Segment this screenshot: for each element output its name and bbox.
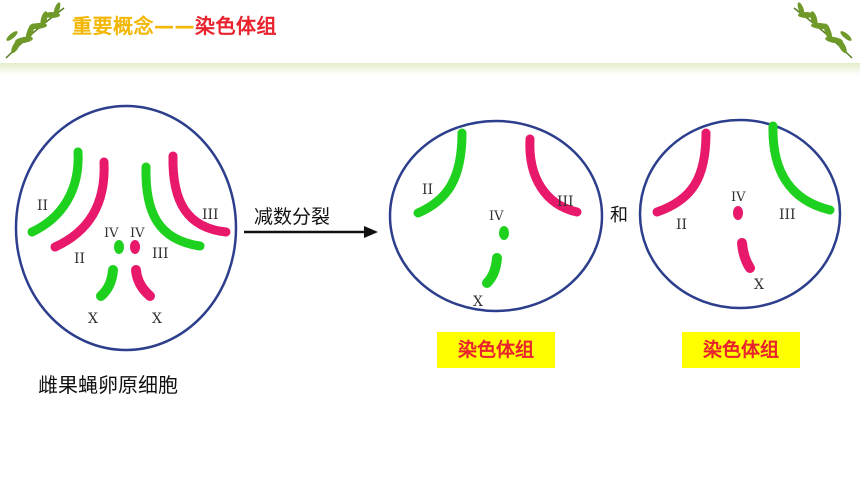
meiosis-label: 减数分裂: [254, 206, 331, 228]
chromosome-x-pink: [737, 238, 755, 273]
label-iii-lower: III: [152, 246, 169, 262]
title-accent: 染色体组: [195, 14, 277, 38]
label-x-right: X: [152, 311, 162, 327]
chromosome-iii-green: [768, 121, 835, 215]
chromosome-iii-pink: [525, 134, 582, 217]
chromosome-iv-green: [114, 240, 124, 254]
chromosome-iii-pink: [168, 151, 231, 237]
chromosome-x-pink: [131, 265, 155, 301]
chromosome-ii-pink: [50, 157, 109, 252]
label-ii: II: [422, 182, 433, 198]
and-label: 和: [610, 205, 628, 226]
chromosome-iv-pink: [733, 206, 743, 220]
label-iii: III: [557, 194, 574, 210]
gamete-cell-1: [388, 119, 604, 313]
title-main: 重要概念——: [72, 14, 195, 38]
label-ii: II: [676, 217, 687, 233]
header-bar: 重要概念——染色体组: [0, 0, 860, 75]
leaf-sprig-icon: [793, 2, 853, 59]
chromosome-iv-green: [499, 226, 509, 240]
oogonium-cell: [14, 104, 238, 352]
chromosome-set-tag: 染色体组: [682, 332, 800, 368]
label-iv: IV: [489, 209, 504, 224]
chromosome-ii-pink: [652, 128, 711, 217]
label-x: X: [754, 277, 764, 293]
oogonium-caption: 雌果蝇卵原细胞: [38, 373, 178, 397]
label-iii: III: [779, 207, 796, 223]
label-ii-lower: II: [74, 251, 85, 267]
chromosome-set-tag: 染色体组: [437, 332, 555, 368]
label-ii-upper: II: [37, 198, 48, 214]
chromosome-iv-pink: [130, 240, 140, 254]
chromosome-ii-green: [27, 147, 83, 237]
chromosome-iii-green: [141, 162, 205, 251]
leaf-sprig-icon: [5, 2, 65, 59]
chromosome-ii-green: [413, 128, 467, 218]
chromosome-x-green: [482, 253, 502, 288]
label-iv-pink: IV: [130, 226, 145, 241]
chromosome-x-green: [96, 265, 118, 301]
arrow-head-icon: [364, 226, 378, 238]
header-divider: [0, 63, 860, 75]
label-iv-green: IV: [104, 226, 119, 241]
label-x: X: [473, 294, 483, 310]
label-x-left: X: [88, 311, 98, 327]
gamete-cell-2: [638, 118, 842, 310]
page-title: 重要概念——染色体组: [72, 10, 277, 39]
label-iv: IV: [731, 190, 746, 205]
label-iii-upper: III: [202, 207, 219, 223]
